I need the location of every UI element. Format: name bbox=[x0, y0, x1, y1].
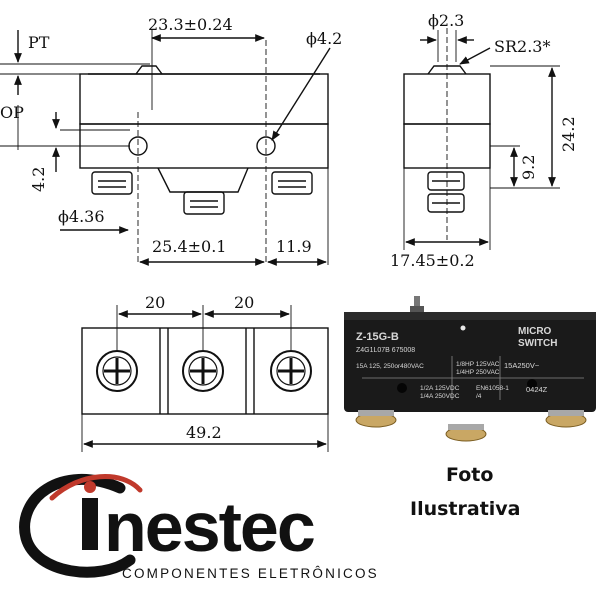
side-view bbox=[403, 28, 560, 250]
mount-hole-right bbox=[256, 136, 276, 156]
terminal-left bbox=[91, 171, 133, 195]
dim-height: 4.2 bbox=[29, 167, 48, 192]
bottom-body bbox=[81, 327, 329, 415]
cinestec-logo bbox=[19, 473, 143, 578]
plunger bbox=[135, 65, 163, 75]
photo-brand-2: SWITCH bbox=[518, 338, 557, 349]
terminal-right bbox=[271, 171, 313, 195]
photo-norm-2: /4 bbox=[476, 393, 482, 400]
photo-code: Z4G1L07B 675008 bbox=[356, 347, 415, 354]
logo-swoosh bbox=[19, 473, 136, 578]
photo-brand-1: MICRO bbox=[518, 326, 552, 337]
dim-hole-dia: ϕ4.2 bbox=[306, 29, 342, 48]
dim-total-height: 24.2 bbox=[559, 116, 578, 152]
dim-pt: PT bbox=[28, 33, 50, 52]
screw-right bbox=[270, 350, 312, 392]
side-terminal-lower bbox=[427, 193, 465, 213]
photo-rating-5: 1/2A 125VDC bbox=[420, 385, 460, 392]
product-photo bbox=[344, 296, 596, 442]
dim-spacing-right: 20 bbox=[234, 293, 254, 312]
photo-rating-4: 15A250V~ bbox=[504, 361, 540, 370]
screw-center bbox=[182, 350, 224, 392]
logo-dot bbox=[84, 481, 96, 493]
bottom-view bbox=[81, 305, 329, 452]
photo-rating-2: 1/8HP 125VAC bbox=[456, 361, 500, 368]
dim-radius: SR2.3* bbox=[494, 37, 550, 56]
side-terminal-upper bbox=[427, 171, 465, 191]
dim-op: OP bbox=[0, 103, 24, 122]
photo-date-code: 0424Z bbox=[526, 385, 548, 394]
photo-rating-3: 1/4HP 250VAC bbox=[456, 369, 500, 376]
photo-rating-1: 15A 125, 250or480VAC bbox=[356, 363, 424, 370]
caption-line-2: Ilustrativa bbox=[410, 498, 521, 520]
terminal-center bbox=[183, 191, 225, 215]
dim-terminal-spacing: 25.4±0.1 bbox=[152, 237, 226, 256]
logo-wordmark: nestec bbox=[104, 488, 314, 566]
photo-model: Z-15G-B bbox=[356, 331, 399, 343]
dim-plunger-dia: ϕ2.3 bbox=[428, 11, 464, 30]
dim-offset: 11.9 bbox=[276, 237, 312, 256]
dim-depth: 17.45±0.2 bbox=[390, 251, 475, 270]
photo-rating-6: 1/4A 250VDC bbox=[420, 393, 460, 400]
dim-width: 23.3±0.24 bbox=[148, 15, 233, 34]
dim-hole-height: 9.2 bbox=[519, 155, 538, 180]
front-view bbox=[0, 30, 331, 266]
switch-body-upper bbox=[79, 73, 329, 125]
dim-total-length: 49.2 bbox=[186, 423, 222, 442]
dim-pin-dia: ϕ4.36 bbox=[58, 207, 105, 226]
logo-tagline: COMPONENTES ELETRÔNICOS bbox=[122, 566, 379, 581]
dim-spacing-left: 20 bbox=[145, 293, 165, 312]
caption-line-1: Foto bbox=[446, 464, 493, 486]
logo-red-arc bbox=[49, 474, 143, 501]
screw-left bbox=[96, 350, 138, 392]
photo-norm-1: EN61058-1 bbox=[476, 385, 509, 392]
